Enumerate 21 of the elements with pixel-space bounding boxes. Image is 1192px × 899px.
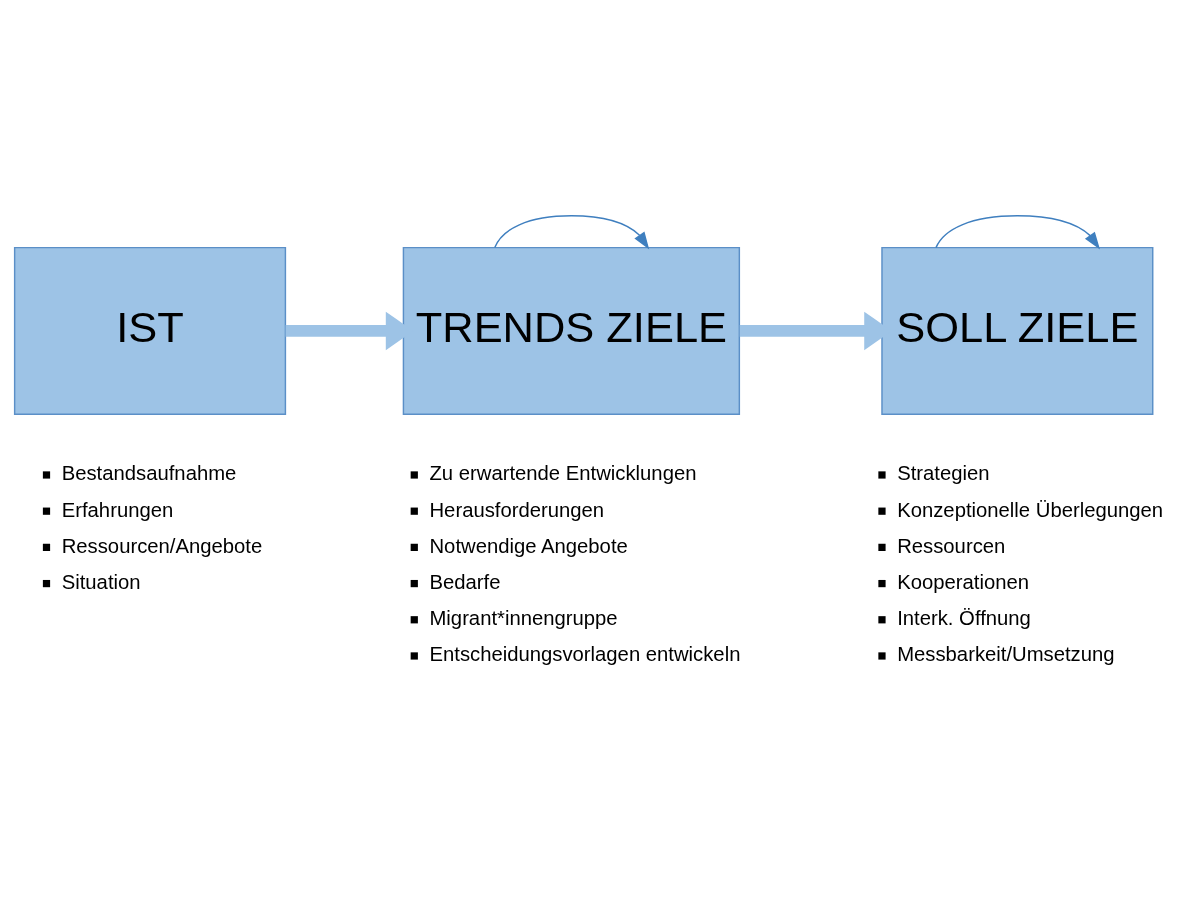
node-box: SOLL ZIELE — [881, 246, 1154, 415]
node-box: IST — [13, 246, 287, 415]
arrow — [494, 214, 650, 249]
node-label: Migrant*innengruppe — [429, 606, 618, 629]
node-label: Strategien — [897, 461, 990, 484]
node-label: Herausforderungen — [429, 498, 605, 521]
node-label: Zu erwartende Entwicklungen — [429, 461, 697, 484]
node-label: Messbarkeit/Umsetzung — [897, 642, 1115, 665]
node-label: Entscheidungsvorlagen entwickeln — [429, 642, 741, 665]
node-label: Erfahrungen — [61, 498, 174, 521]
arrow — [935, 214, 1100, 249]
node-box: TRENDS ZIELE — [402, 246, 741, 415]
node-label: Interk. Öffnung — [897, 606, 1031, 629]
node-label: Bestandsaufnahme — [61, 461, 237, 484]
node-label: Kooperationen — [897, 570, 1030, 593]
node-label: Notwendige Angebote — [429, 534, 628, 557]
node-label: Ressourcen/Angebote — [61, 534, 263, 557]
node-label: Bedarfe — [429, 570, 501, 593]
node-label: Ressourcen — [897, 534, 1006, 557]
node-label: Situation — [61, 570, 141, 593]
node-label: Konzeptionelle Überlegungen — [897, 498, 1164, 521]
